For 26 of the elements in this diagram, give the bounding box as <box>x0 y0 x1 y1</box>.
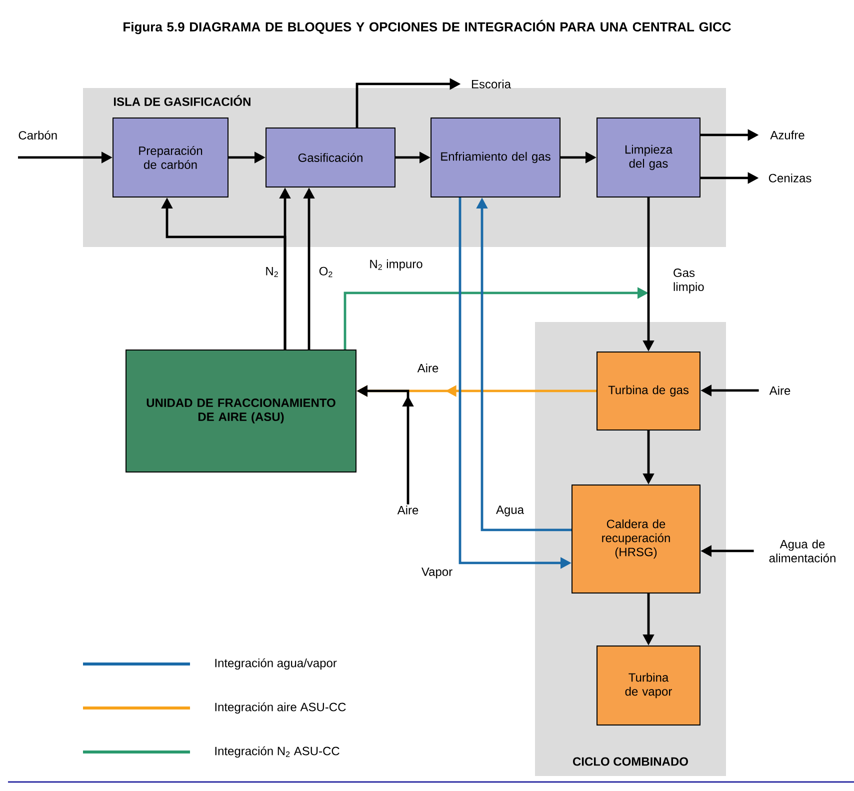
process-box: Turbina de vapor <box>596 645 700 726</box>
edge-label: Agua <box>495 504 526 518</box>
legend-label: Integración agua/vapor <box>215 658 337 670</box>
process-box: Turbina de gas <box>596 351 700 430</box>
process-box: Caldera de recuperación (HRSG) <box>572 484 700 594</box>
edge-label: Gas limpio <box>672 268 716 294</box>
flow-label: Agua de alimentación <box>769 540 836 562</box>
title: Figura 5.9 DIAGRAMA DE BLOQUES Y OPCIONES DE INTEGRACIÓN PARA UNA CENTRAL GICC <box>124 20 731 34</box>
process-box: Preparación de carbón <box>112 117 228 198</box>
flow-label: Aire <box>397 506 418 514</box>
flow-label: Azufre <box>770 130 804 140</box>
flow-label: Cenizas <box>768 174 812 182</box>
process-box: Enfriamiento del gas <box>430 117 560 198</box>
flow-label: Aire <box>769 386 790 395</box>
edge-label: N$_{2}$ <box>264 266 280 278</box>
legend-label: Integración N$_{2}$ ASU-CC <box>215 746 340 758</box>
process-box: Gasificación <box>266 127 396 188</box>
edge-label: O$_{2}$ <box>318 266 334 278</box>
legend-label: Integración aire ASU-CC <box>215 702 346 714</box>
flow-label: Carbón <box>18 130 57 140</box>
edge-label: N$_{2}$ impuro <box>368 258 424 272</box>
process-box: UNIDAD DE FRACCIONAMIENTO DE AIRE (ASU) <box>126 349 356 472</box>
edge-label: Aire <box>416 362 440 374</box>
edge-label: Vapor <box>420 566 454 580</box>
process-box: Limpieza del gas <box>596 117 700 198</box>
flow-label: Escoria <box>472 80 511 88</box>
